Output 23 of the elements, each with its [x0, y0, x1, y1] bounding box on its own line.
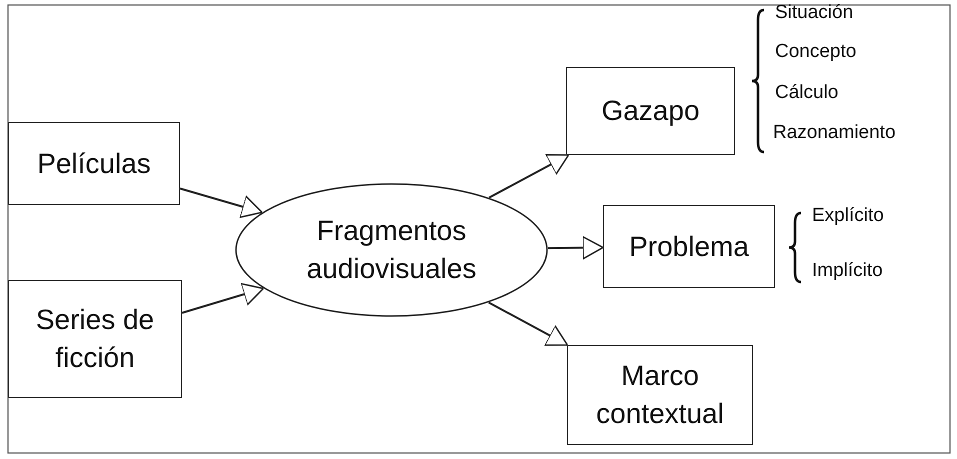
node-label: Películas — [37, 146, 151, 181]
ellipse-node — [235, 183, 548, 317]
list-item: Implícito — [812, 260, 883, 282]
list-item: Cálculo — [775, 82, 838, 104]
arrow — [180, 188, 263, 218]
process-box — [8, 280, 182, 398]
list-item: Razonamiento — [773, 122, 896, 144]
arrow — [548, 236, 604, 260]
node-label: Gazapo — [601, 94, 700, 128]
process-box — [603, 205, 775, 288]
arrow — [182, 282, 264, 314]
arrow — [488, 154, 570, 198]
list-item: Situación — [775, 2, 854, 24]
process-box — [566, 67, 735, 155]
node-label: Marco contextual — [595, 359, 725, 431]
node-label: Fragmentos audiovisuales — [306, 214, 478, 286]
process-box — [8, 122, 180, 205]
list-item: Explícito — [812, 205, 884, 227]
process-box — [567, 345, 753, 445]
list-item: Concepto — [775, 41, 856, 63]
node-label: Series de ficción — [34, 303, 156, 375]
node-label: Problema — [629, 230, 749, 264]
arrow — [488, 302, 568, 346]
